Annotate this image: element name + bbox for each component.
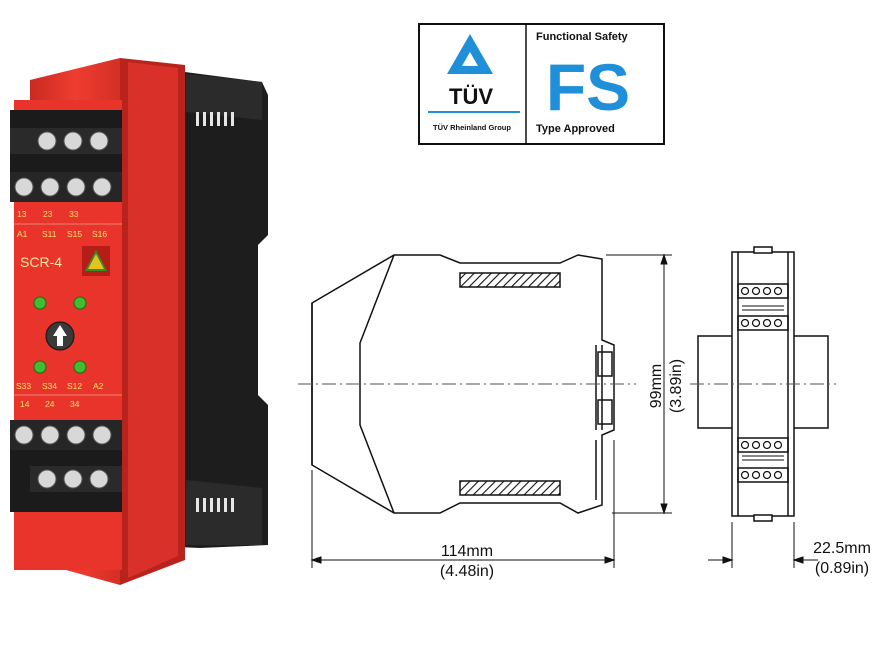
model-label: SCR-4 <box>20 254 62 270</box>
type-approved-text: Type Approved <box>536 123 615 135</box>
tuv-group-text: TÜV Rheinland Group <box>433 123 511 132</box>
tuv-triangle-icon <box>447 34 493 74</box>
terminal-label: 24 <box>45 399 55 409</box>
terminal-label: S12 <box>67 381 82 391</box>
fs-mark: FS <box>546 50 630 124</box>
terminal-label: 23 <box>43 209 53 219</box>
safety-warning-icon <box>82 246 110 276</box>
functional-safety-text: Functional Safety <box>536 31 629 43</box>
bottom-screw-row-2 <box>37 469 109 489</box>
terminal-label: 34 <box>70 399 80 409</box>
tuv-brand-text: TÜV <box>449 84 493 109</box>
terminal-label: S15 <box>67 229 82 239</box>
top-screw-row-2 <box>14 177 112 197</box>
side-view-drawing <box>311 254 615 514</box>
terminal-label: S34 <box>42 381 57 391</box>
dimension-labels: 99mm (3.89in) 114mm (4.48in) 22.5mm (0.8… <box>440 359 871 580</box>
tuv-fs-certification-logo: TÜV TÜV Rheinland Group Functional Safet… <box>418 23 665 145</box>
top-terminal-labels: 13 23 33 A1 S11 S15 S16 <box>17 209 107 239</box>
status-leds <box>33 296 87 374</box>
terminal-label: A2 <box>93 381 104 391</box>
relay-module-photo: 13 23 33 A1 S11 S15 S16 SCR-4 S33 S34 S12 A2 14 2… <box>10 58 268 585</box>
terminal-label: 14 <box>20 399 30 409</box>
height-mm-label: 99mm <box>648 364 665 408</box>
bottom-terminal-labels: S33 S34 S12 A2 14 24 34 <box>16 381 104 409</box>
vent-slits-bottom <box>196 498 234 512</box>
top-screw-row-1 <box>37 131 109 151</box>
reset-knob-icon <box>45 321 75 351</box>
bottom-screw-row-1 <box>14 425 112 445</box>
terminal-label: S16 <box>92 229 107 239</box>
width-mm-label: 22.5mm <box>813 540 871 557</box>
height-in-label: (3.89in) <box>668 359 685 413</box>
terminal-label: 13 <box>17 209 27 219</box>
terminal-label: A1 <box>17 229 28 239</box>
width-in-label: (0.89in) <box>815 560 869 577</box>
terminal-label: S33 <box>16 381 31 391</box>
dimension-lines <box>310 253 818 568</box>
depth-mm-label: 114mm <box>441 543 493 560</box>
terminal-label: 33 <box>69 209 79 219</box>
vent-slits-top <box>196 112 234 126</box>
terminal-label: S11 <box>42 229 57 239</box>
depth-in-label: (4.48in) <box>440 563 494 580</box>
front-view-drawing <box>697 246 829 522</box>
